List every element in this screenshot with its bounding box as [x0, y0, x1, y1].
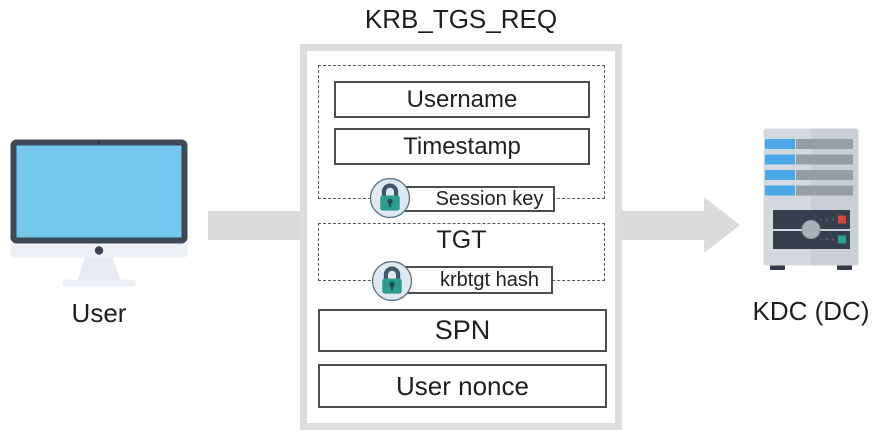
krb-tgs-req-packet: Username Timestamp Session key TGT krbtg…	[300, 44, 622, 430]
arrow-user-to-packet	[208, 211, 300, 240]
field-username: Username	[334, 81, 590, 118]
lock-icon	[371, 260, 413, 302]
krbtgt-hash-label: krbtgt hash	[402, 266, 553, 294]
desktop-computer-icon	[10, 139, 188, 287]
field-timestamp: Timestamp	[334, 128, 590, 165]
kdc-label: KDC (DC)	[752, 296, 870, 326]
server-icon	[763, 128, 859, 270]
arrow-head-icon	[704, 197, 740, 253]
field-user-nonce: User nonce	[318, 364, 607, 408]
lock-icon	[369, 177, 411, 219]
arrow-packet-to-kdc	[622, 211, 704, 240]
field-tgt: TGT	[436, 226, 487, 254]
packet-title: KRB_TGS_REQ	[364, 4, 558, 34]
user-label: User	[71, 298, 127, 328]
field-spn: SPN	[318, 309, 607, 352]
session-key-label: Session key	[400, 186, 555, 212]
